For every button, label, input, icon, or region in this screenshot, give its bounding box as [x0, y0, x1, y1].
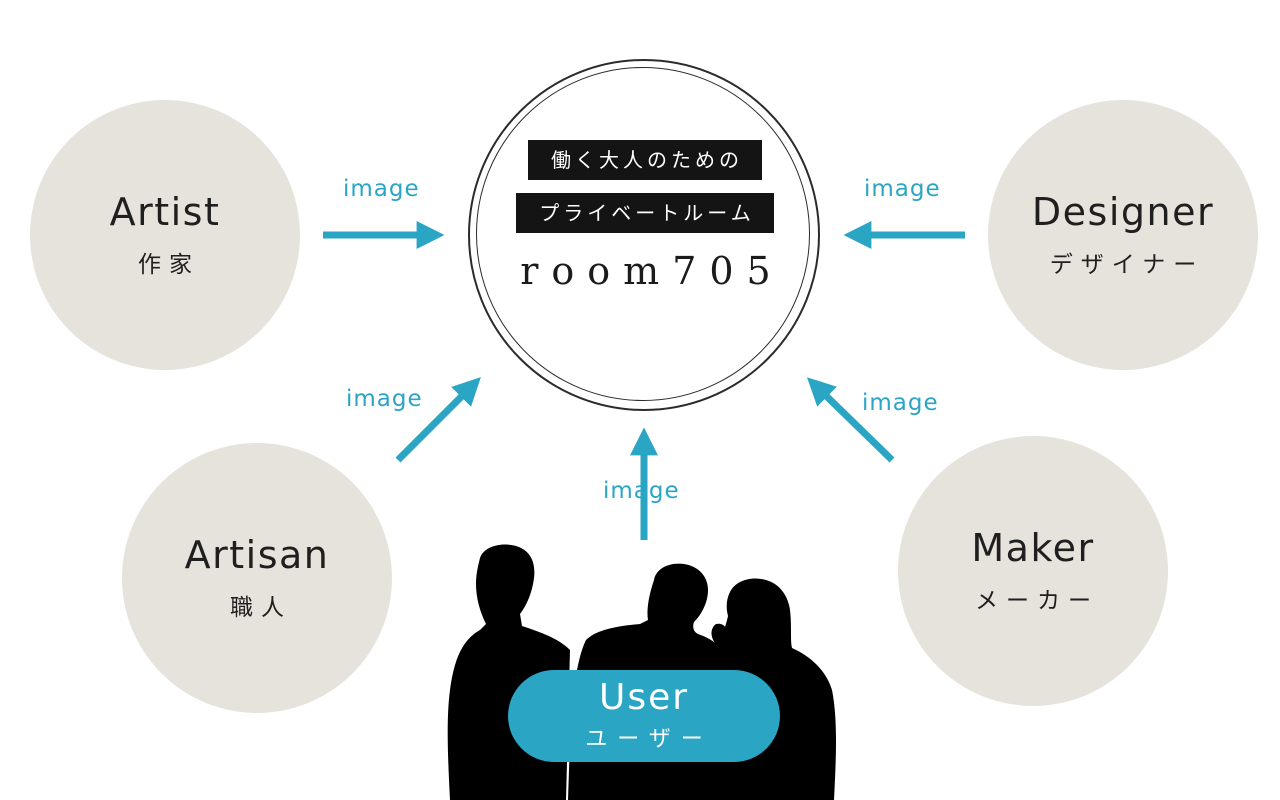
user-label-en: User: [598, 677, 690, 719]
role-name-en: Maker: [971, 526, 1095, 571]
arrow-artisan: [395, 377, 481, 463]
arrow-label-artisan: image: [346, 386, 423, 412]
arrow-maker: [806, 377, 895, 463]
center-circle-outer-ring: [468, 59, 820, 411]
role-name-ja: 職人: [230, 594, 292, 621]
role-name-en: Artist: [109, 190, 221, 235]
role-name-en: Designer: [1031, 190, 1215, 235]
arrow-label-designer: image: [864, 176, 941, 202]
role-circle-maker: Maker メーカー: [898, 436, 1168, 706]
center-circle-inner-ring: [476, 67, 810, 401]
arrow-label-user: image: [603, 478, 680, 504]
role-name-ja: 作家: [138, 251, 200, 278]
arrow-label-artist: image: [343, 176, 420, 202]
role-circle-artist: Artist 作家: [30, 100, 300, 370]
role-circle-artisan: Artisan 職人: [122, 443, 392, 713]
tagline-line-2: プライベートルーム: [516, 193, 774, 233]
role-name-ja: メーカー: [975, 587, 1099, 614]
brand-name: room705: [520, 249, 784, 293]
center-circle-content: 働く大人のための プライベートルーム room705: [470, 140, 820, 293]
role-name-en: Artisan: [184, 533, 330, 578]
role-name-ja: デザイナー: [1049, 251, 1205, 278]
user-badge: User ユーザー: [508, 670, 780, 762]
user-label-ja: ユーザー: [585, 726, 713, 752]
arrow-label-maker: image: [862, 390, 939, 416]
role-circle-designer: Designer デザイナー: [988, 100, 1258, 370]
tagline-line-1: 働く大人のための: [528, 140, 762, 180]
